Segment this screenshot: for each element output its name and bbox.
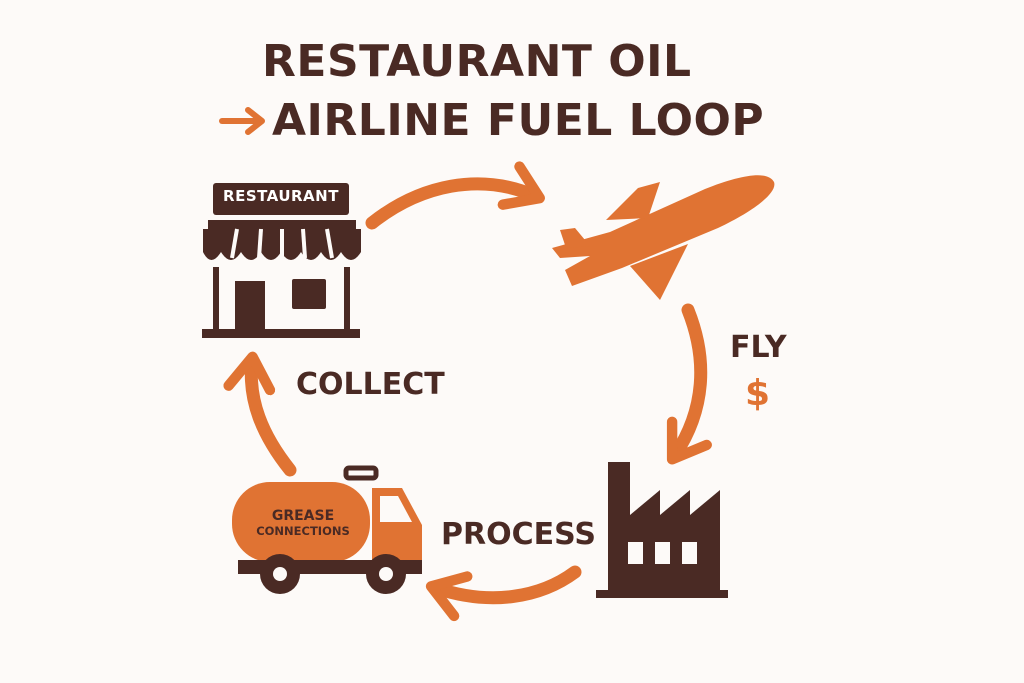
step-label-fly: FLY <box>730 330 787 365</box>
airplane-icon <box>552 175 775 300</box>
page-title-line-2: AIRLINE FUEL LOOP <box>272 95 765 146</box>
truck-label: GREASE CONNECTIONS <box>238 508 368 539</box>
title-arrow-icon <box>219 107 265 135</box>
tanker-truck-icon <box>232 465 422 594</box>
factory-icon <box>596 462 728 598</box>
arrow-truck-to-restaurant <box>223 351 297 477</box>
arrow-factory-to-truck <box>425 565 582 622</box>
arrow-plane-to-factory <box>666 303 712 465</box>
truck-label-line-1: GREASE <box>271 508 335 524</box>
storefront-icon <box>202 183 361 338</box>
step-label-collect: COLLECT <box>296 367 445 402</box>
restaurant-sign-label: RESTAURANT <box>223 187 339 205</box>
dollar-sign-label: $ <box>745 373 771 414</box>
page-title-line-1: RESTAURANT OIL <box>262 36 692 87</box>
step-label-process: PROCESS <box>441 517 596 552</box>
arrow-restaurant-to-plane <box>365 161 545 230</box>
truck-label-line-2: CONNECTIONS <box>256 523 350 538</box>
